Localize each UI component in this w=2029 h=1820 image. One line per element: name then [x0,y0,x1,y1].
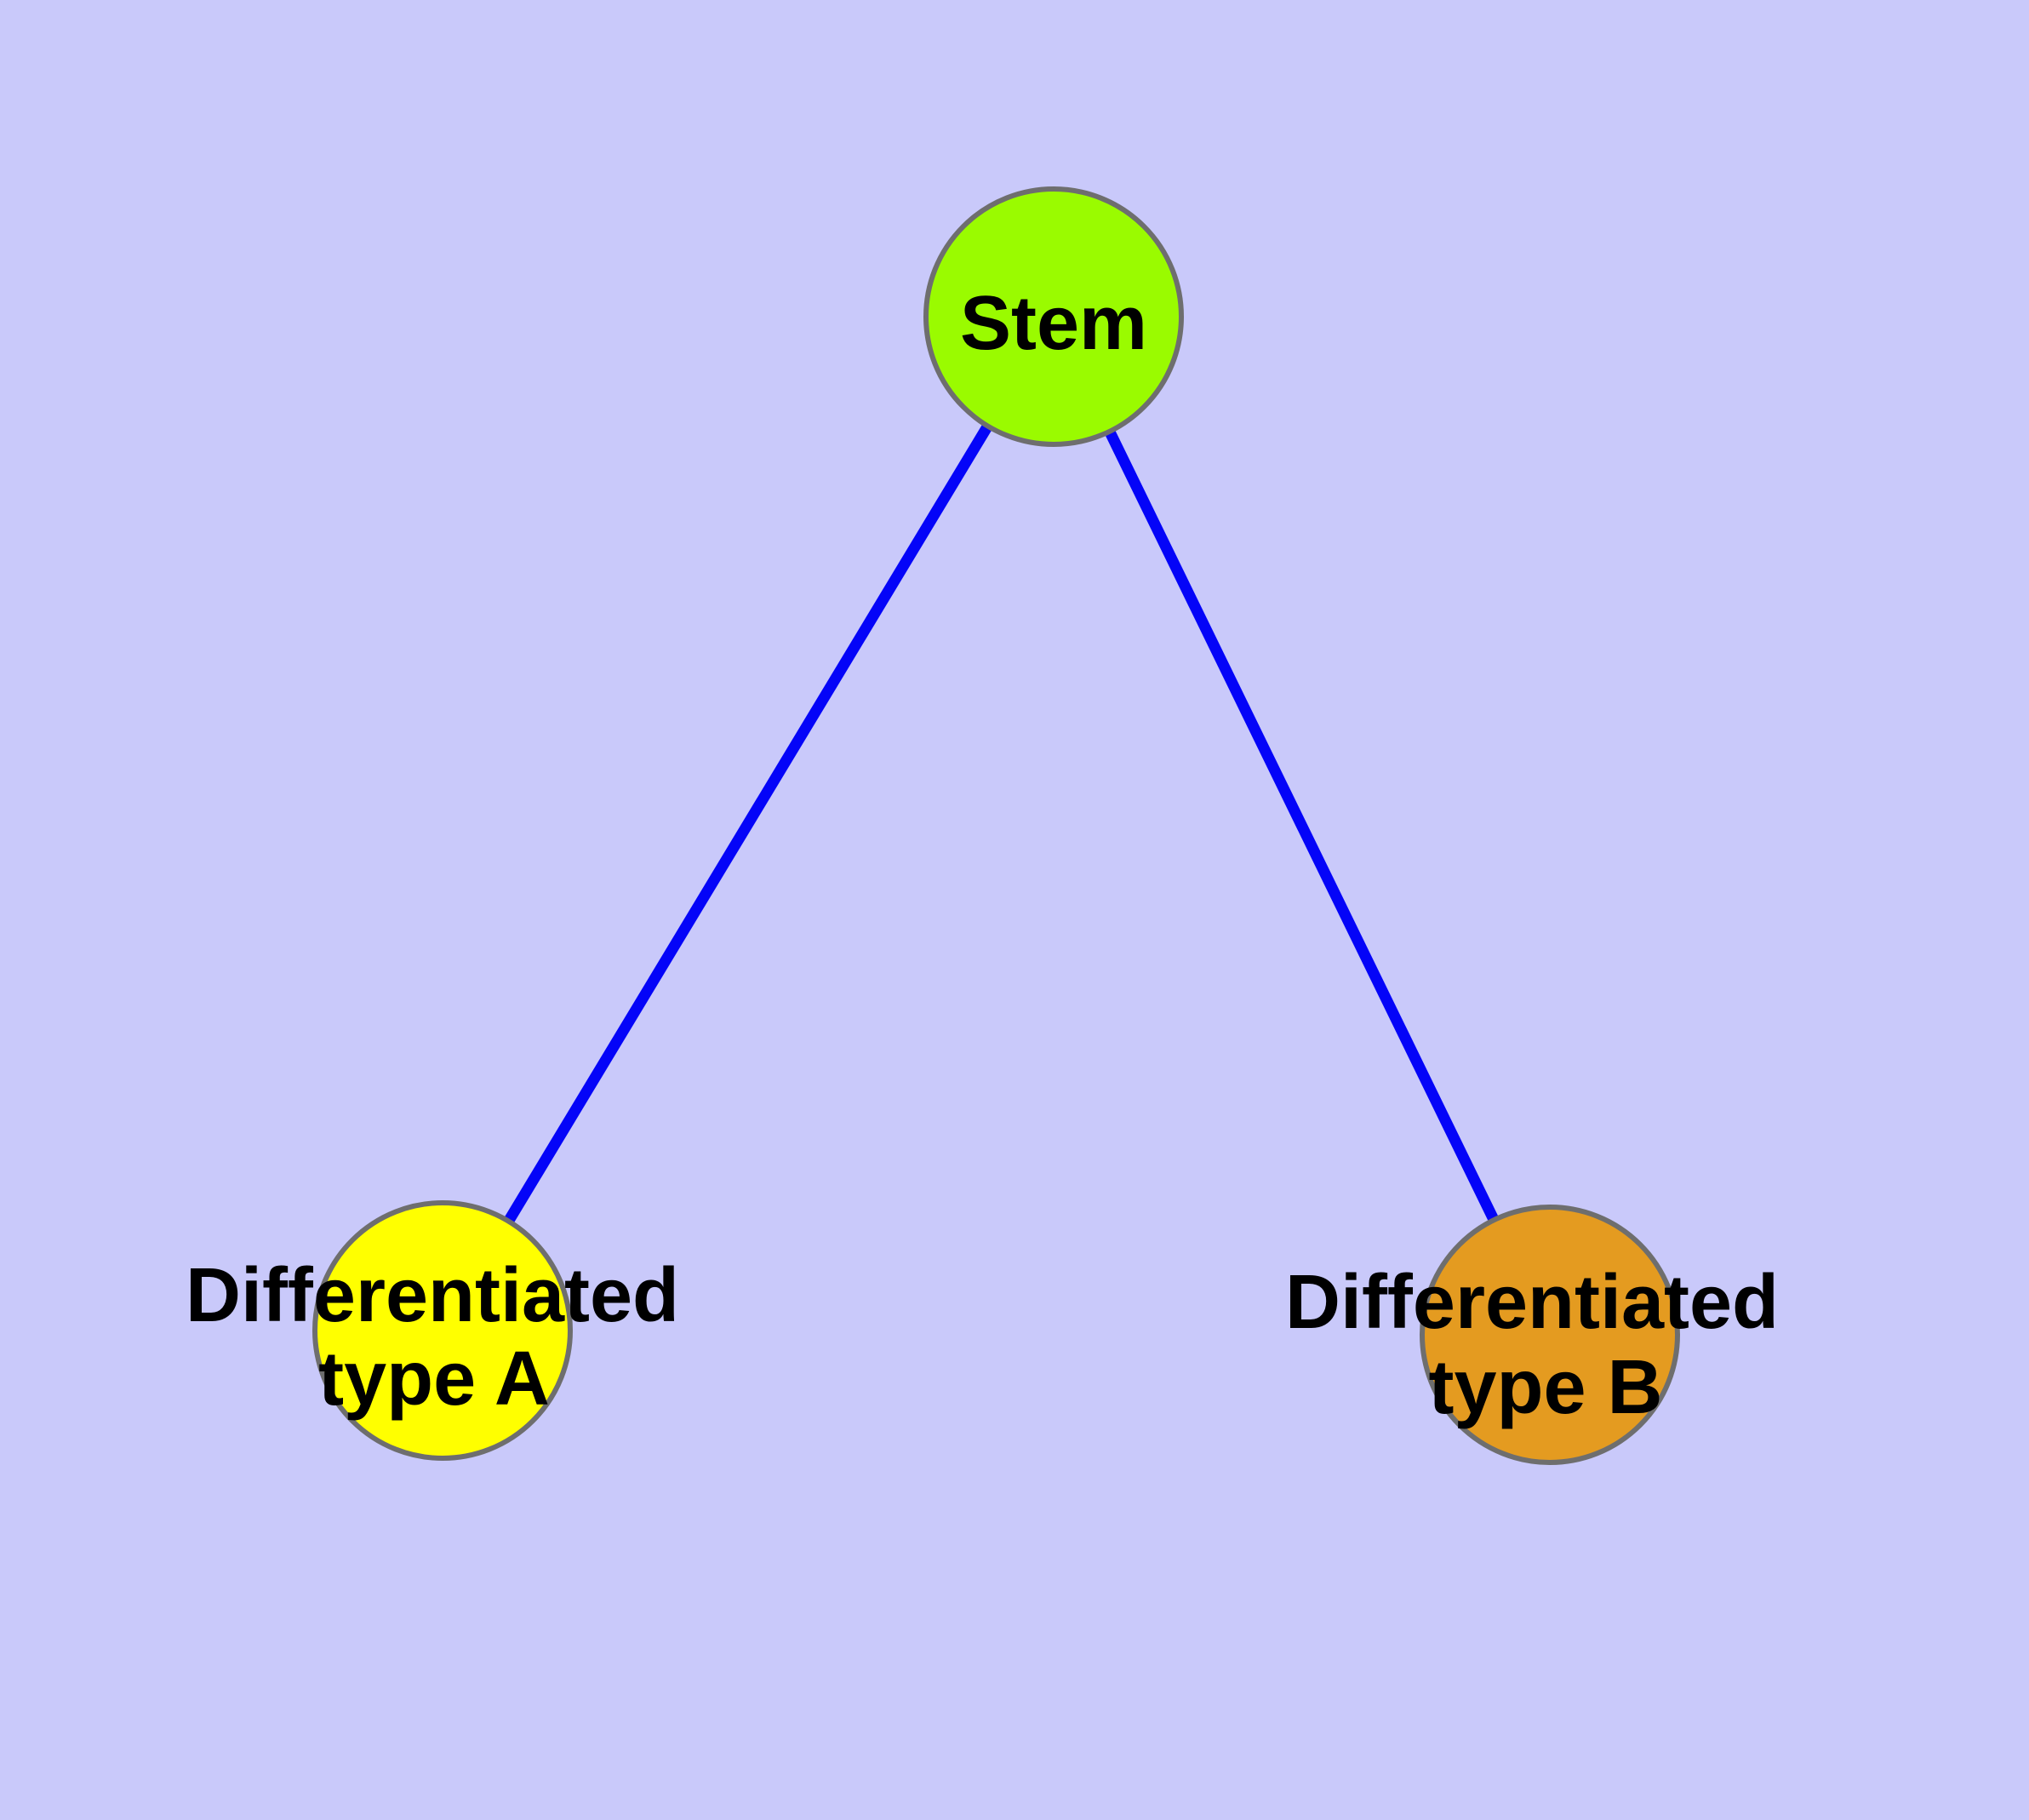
edge-stem-to-typeB [1049,314,1555,1337]
node-type-b-circle [1420,1205,1680,1465]
edges [437,313,1555,1337]
node-type-b-label-line1: Differentiated [1285,1260,1779,1345]
node-type-b: Differentiated type B [1285,1205,1779,1465]
node-type-a-label-line1: Differentiated [186,1253,679,1338]
node-stem: Stem [923,186,1184,447]
edge-stem-to-typeA [437,313,1059,1334]
node-stem-label: Stem [960,281,1147,366]
node-type-a-circle [312,1200,573,1461]
node-type-b-label-line2: type B [1428,1345,1662,1430]
node-type-a-label-line2: type A [318,1336,550,1422]
node-stem-circle [923,186,1184,447]
node-type-a: Differentiated type A [186,1200,679,1461]
